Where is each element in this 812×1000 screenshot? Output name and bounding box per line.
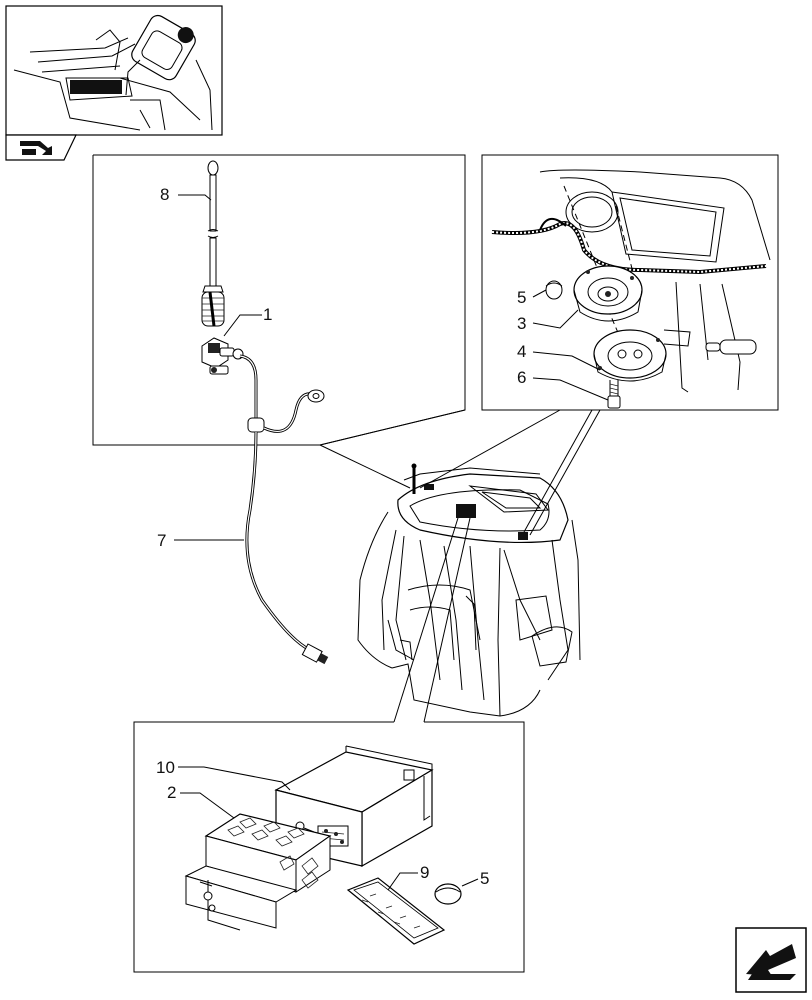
radio-knob-cap[interactable] [434, 883, 462, 905]
speaker-housing[interactable] [573, 265, 643, 322]
speaker-grille[interactable] [593, 329, 667, 382]
callout-9: 9 [420, 863, 429, 882]
callout-1: 1 [263, 305, 272, 324]
antenna-whip[interactable] [201, 160, 225, 327]
callout-3: 3 [517, 314, 526, 333]
thumbnail-speaker-housing [131, 14, 196, 81]
grab-handle [705, 339, 757, 355]
callout-2: 2 [167, 783, 176, 802]
speaker-screw[interactable] [607, 380, 621, 409]
callout-7: 7 [157, 531, 166, 550]
tractor-cab [357, 463, 581, 717]
callout-5-radio: 5 [480, 869, 489, 888]
trim-cap[interactable] [545, 280, 563, 300]
callout-4: 4 [517, 342, 526, 361]
antenna-mount-base[interactable] [201, 337, 244, 375]
next-page-arrow-icon[interactable] [735, 927, 807, 993]
thumbnail-panel[interactable] [5, 5, 223, 161]
radio-front-panel[interactable] [346, 877, 446, 945]
callout-8: 8 [160, 185, 169, 204]
antenna-bellows [201, 291, 225, 327]
mounting-bracket[interactable] [184, 813, 332, 931]
previous-page-arrow-icon[interactable] [5, 134, 77, 161]
thumbnail-radio-slot [70, 80, 122, 94]
speaker-detail-panel [481, 154, 779, 411]
callout-5-speaker: 5 [517, 288, 526, 307]
callout-leaders [174, 194, 609, 891]
callout-labels: 8 1 7 5 3 4 6 10 2 9 5 [156, 185, 526, 888]
callout-6: 6 [517, 368, 526, 387]
callout-10: 10 [156, 758, 175, 777]
radio-detail-panel [133, 721, 525, 973]
leader-lines [319, 409, 601, 723]
antenna-cable[interactable] [239, 354, 329, 666]
antenna-detail-panel [92, 154, 466, 666]
